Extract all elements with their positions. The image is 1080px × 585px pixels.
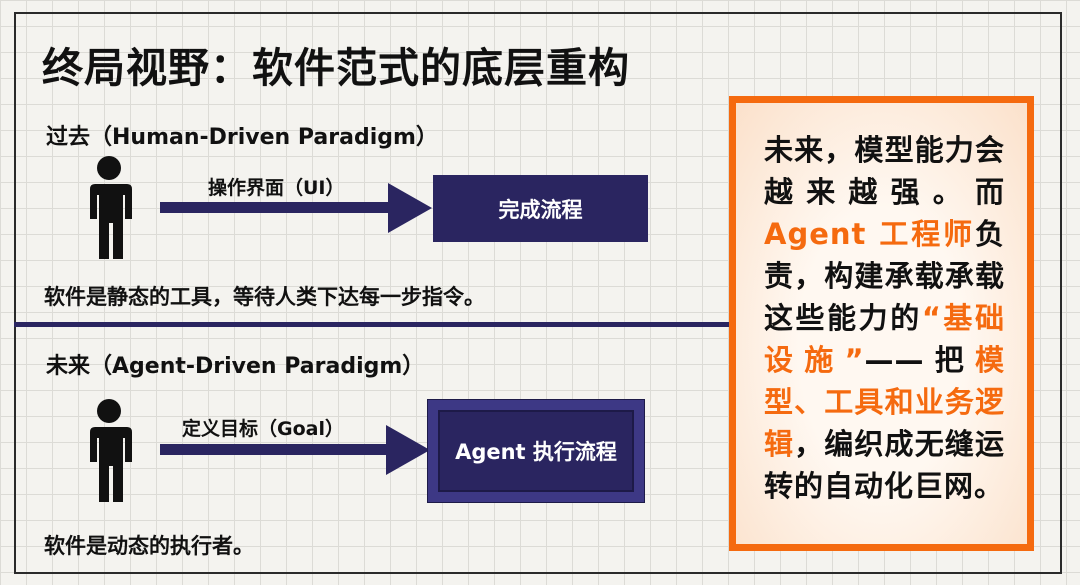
callout-part-4: ，编织成无缝运转的自动化巨网。	[764, 427, 1005, 503]
callout-part-1: 未来，模型能力会越来越强。而	[764, 133, 1005, 209]
future-description: 软件是动态的执行者。	[44, 534, 254, 558]
diagram-frame	[14, 12, 1062, 574]
callout-box: 未来，模型能力会越来越强。而 Agent 工程师负责，构建承载承载这些能力的“基础…	[729, 96, 1034, 551]
past-process-box: 完成流程	[433, 175, 648, 242]
past-section-label: 过去（Human-Driven Paradigm）	[46, 125, 438, 150]
past-arrow-label: 操作界面（UI）	[208, 177, 345, 199]
future-process-box: Agent 执行流程	[428, 400, 644, 502]
future-arrow-label: 定义目标（Goal）	[182, 418, 344, 440]
callout-text: 未来，模型能力会越来越强。而 Agent 工程师负责，构建承载承载这些能力的“基础…	[764, 129, 1005, 507]
callout-highlight-agent-engineer: Agent 工程师	[764, 217, 975, 251]
person-icon-past	[90, 156, 132, 259]
section-divider	[14, 322, 732, 327]
past-description: 软件是静态的工具，等待人类下达每一步指令。	[44, 285, 485, 309]
callout-part-3: ——把	[864, 343, 975, 377]
callout-highlight-infrastructure: “基础设施”	[764, 301, 1005, 377]
future-section-label: 未来（Agent-Driven Paradigm）	[46, 354, 425, 379]
future-arrow	[160, 425, 430, 475]
page-title: 终局视野：软件范式的底层重构	[42, 44, 630, 92]
past-arrow	[160, 183, 432, 233]
person-icon-future	[90, 399, 132, 502]
callout-highlight-models-tools: 模型、工具和业务逻辑	[764, 343, 1005, 461]
callout-part-2: 负责，构建承载承载这些能力的	[764, 217, 1005, 335]
